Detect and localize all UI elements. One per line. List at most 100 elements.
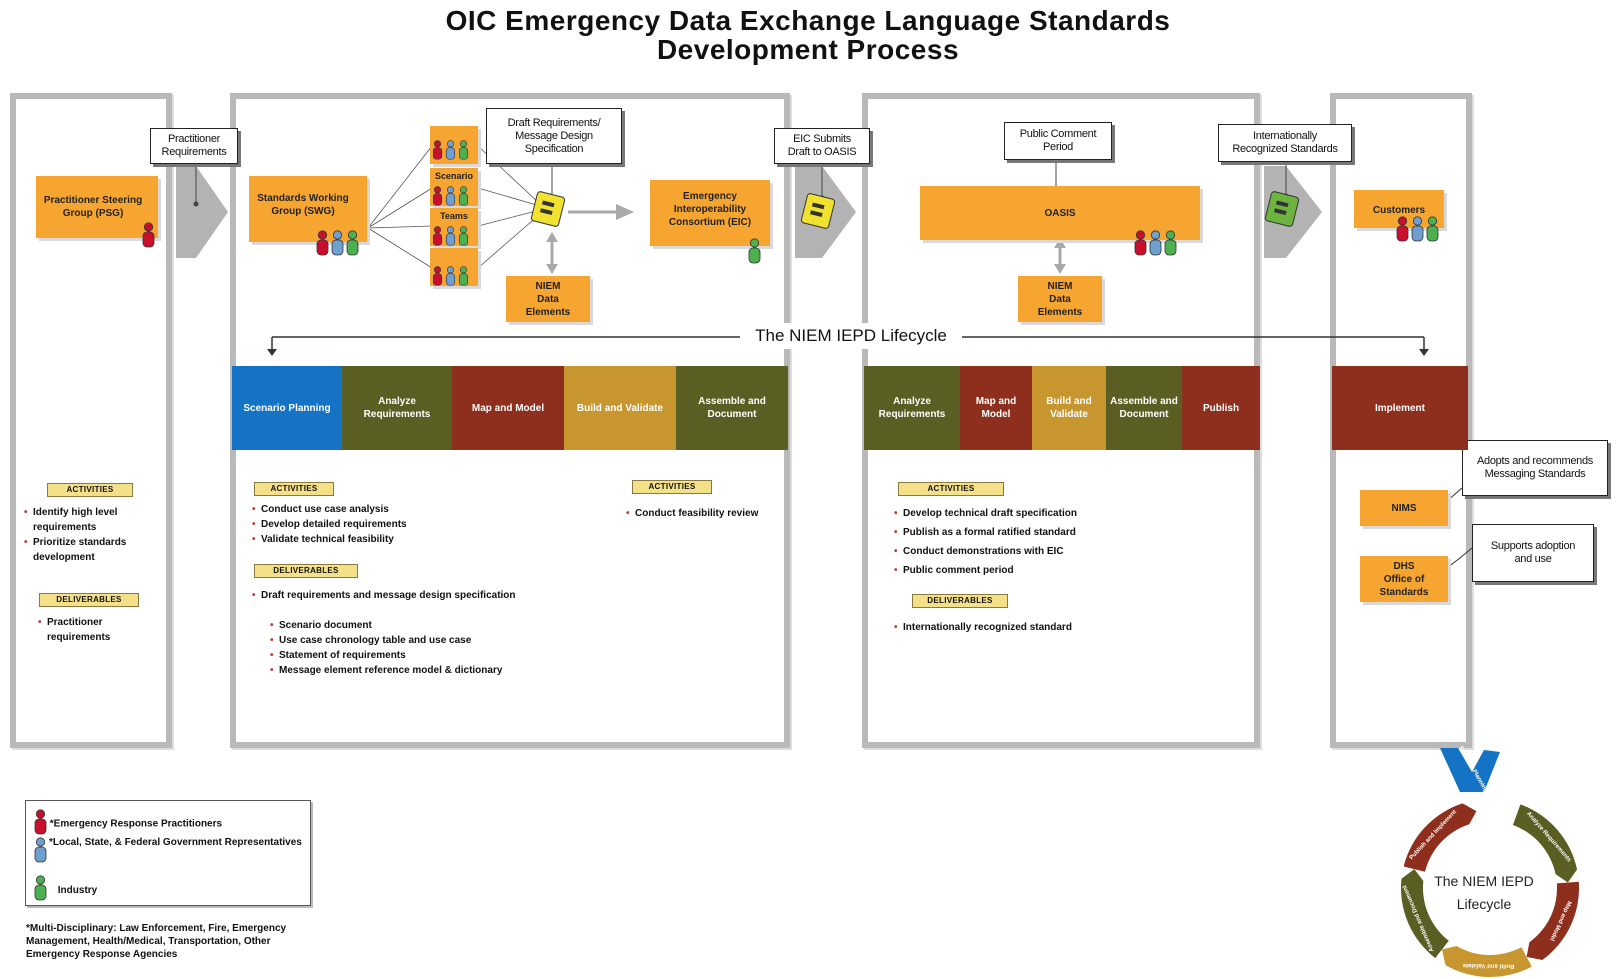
list-item: Identify high level requirements	[24, 505, 164, 535]
person-blue-icon	[445, 140, 456, 160]
list-item: Conduct demonstrations with EIC	[894, 542, 1254, 561]
tag-deliverables-3: DELIVERABLES	[912, 594, 1008, 608]
panel2-deliverables-sub: Scenario documentUse case chronology tab…	[252, 618, 612, 678]
person-red-icon	[432, 266, 443, 286]
people-oasis	[1134, 230, 1177, 256]
panel2-deliverables: Draft requirements and message design sp…	[252, 588, 532, 603]
list-item: Statement of requirements	[252, 648, 612, 663]
callout-public-comment: Public Comment Period	[1004, 122, 1112, 160]
legend-footnote: *Multi-Disciplinary: Law Enforcement, Fi…	[26, 923, 287, 960]
person-green-icon	[458, 186, 469, 206]
person-red-icon	[316, 230, 329, 256]
legend-gov: *Local, State, & Federal Government Repr…	[34, 837, 304, 867]
list-item: Publish as a formal ratified standard	[894, 523, 1254, 542]
box-eic: Emergency Interoperability Consortium (E…	[650, 180, 770, 246]
person-blue-icon	[34, 837, 47, 867]
list-item: Develop technical draft specification	[894, 504, 1254, 523]
person-red-icon	[432, 186, 443, 206]
legend: *Emergency Response Practitioners *Local…	[25, 800, 311, 906]
list-item: Conduct use case analysis	[252, 502, 592, 517]
box-niem-elements-2: NIEM Data Elements	[1018, 276, 1102, 322]
list-item: Validate technical feasibility	[252, 532, 592, 547]
stage-analyze-requirements: Analyze Requirements	[342, 366, 452, 450]
cycle-segment-label: Analyze Requirements	[1525, 811, 1572, 864]
callout-eic-submits: EIC Submits Draft to OASIS	[774, 128, 870, 164]
people-team-1	[432, 140, 469, 160]
tag-activities-3: ACTIVITIES	[898, 482, 1004, 496]
box-nims: NIMS	[1360, 490, 1448, 526]
person-green-icon	[458, 266, 469, 286]
person-green-icon	[346, 230, 359, 256]
person-red-icon	[1396, 216, 1409, 242]
list-item: Develop detailed requirements	[252, 517, 592, 532]
draft-spec-icon	[530, 191, 566, 227]
tag-deliverables-1: DELIVERABLES	[39, 593, 139, 607]
list-item: Internationally recognized standard	[894, 620, 1194, 635]
stage-build-and-validate: Build and Validate	[564, 366, 676, 450]
cycle-segment	[1441, 946, 1532, 977]
person-green-icon	[1426, 216, 1439, 242]
person-green-icon	[1164, 230, 1177, 256]
people-team-4	[432, 266, 469, 286]
callout-draft-requirements: Draft Requirements/ Message Design Speci…	[486, 108, 622, 164]
person-blue-icon	[445, 226, 456, 246]
callout-adopts-recommends: Adopts and recommends Messaging Standard…	[1462, 440, 1608, 496]
panel2-activities: Conduct use case analysisDevelop detaile…	[252, 502, 592, 547]
cycle-segment-label: Build and Validate	[1462, 962, 1514, 969]
list-item: Public comment period	[894, 561, 1254, 580]
person-green-icon	[748, 238, 761, 264]
list-item: Scenario document	[252, 618, 612, 633]
lifecycle-title: The NIEM IEPD Lifecycle	[740, 323, 962, 349]
people-team-2	[432, 186, 469, 206]
person-red-icon	[432, 140, 443, 160]
eic-draft-icon	[800, 193, 836, 229]
legend-erp: *Emergency Response Practitioners	[34, 809, 222, 839]
people-team-3	[432, 226, 469, 246]
tag-activities-2: ACTIVITIES	[254, 482, 334, 496]
list-item: Use case chronology table and use case	[252, 633, 612, 648]
people-eic	[748, 238, 761, 264]
stage-publish: Publish	[1182, 366, 1260, 450]
people-swg	[316, 230, 359, 256]
box-niem-elements-1: NIEM Data Elements	[506, 276, 590, 322]
people-customers	[1396, 216, 1439, 242]
list-item: Message element reference model & dictio…	[252, 663, 612, 678]
legend-green-figure	[34, 875, 47, 901]
legend-industry: Industry	[34, 875, 97, 905]
stage-scenario-planning: Scenario Planning	[232, 366, 342, 450]
box-psg: Practitioner Steering Group (PSG)	[36, 176, 158, 238]
box-dhs: DHS Office of Standards	[1360, 556, 1448, 602]
cycle-title: The NIEM IEPD Lifecycle	[1434, 873, 1534, 912]
flow-arrow-1	[176, 166, 228, 258]
stage-assemble-and-document: Assemble and Document	[1106, 366, 1182, 450]
cycle-segment	[1403, 803, 1477, 872]
stage-assemble-and-document: Assemble and Document	[676, 366, 788, 450]
person-green-icon	[458, 226, 469, 246]
panel1-deliverables: Practitioner requirements	[38, 615, 148, 645]
callout-intl-standards: Internationally Recognized Standards	[1218, 124, 1352, 162]
tag-deliverables-2: DELIVERABLES	[254, 564, 358, 578]
list-item: Prioritize standards development	[24, 535, 164, 565]
tag-activities-2b: ACTIVITIES	[632, 480, 712, 494]
panel1-activities: Identify high level requirementsPrioriti…	[24, 505, 164, 565]
person-blue-icon	[331, 230, 344, 256]
person-blue-icon	[445, 266, 456, 286]
panel2-activities-right: Conduct feasibility review	[626, 506, 766, 521]
cycle-segment	[1526, 881, 1579, 961]
people-psg	[142, 222, 155, 248]
cycle-segment	[1401, 869, 1449, 959]
person-red-icon	[1134, 230, 1147, 256]
box-swg: Standards Working Group (SWG)	[249, 176, 367, 242]
person-green-icon	[458, 140, 469, 160]
person-red-icon	[34, 809, 47, 839]
panel3-deliverables: Internationally recognized standard	[894, 620, 1194, 635]
page-title: OIC Emergency Data Exchange Language Sta…	[445, 5, 1171, 65]
cycle-segment-label: Publish and Implement	[1409, 809, 1458, 861]
person-blue-icon	[1411, 216, 1424, 242]
person-red-icon	[432, 226, 443, 246]
stage-map-and-model: Map and Model	[452, 366, 564, 450]
callout-practitioner-requirements: Practitioner Requirements	[150, 128, 238, 164]
